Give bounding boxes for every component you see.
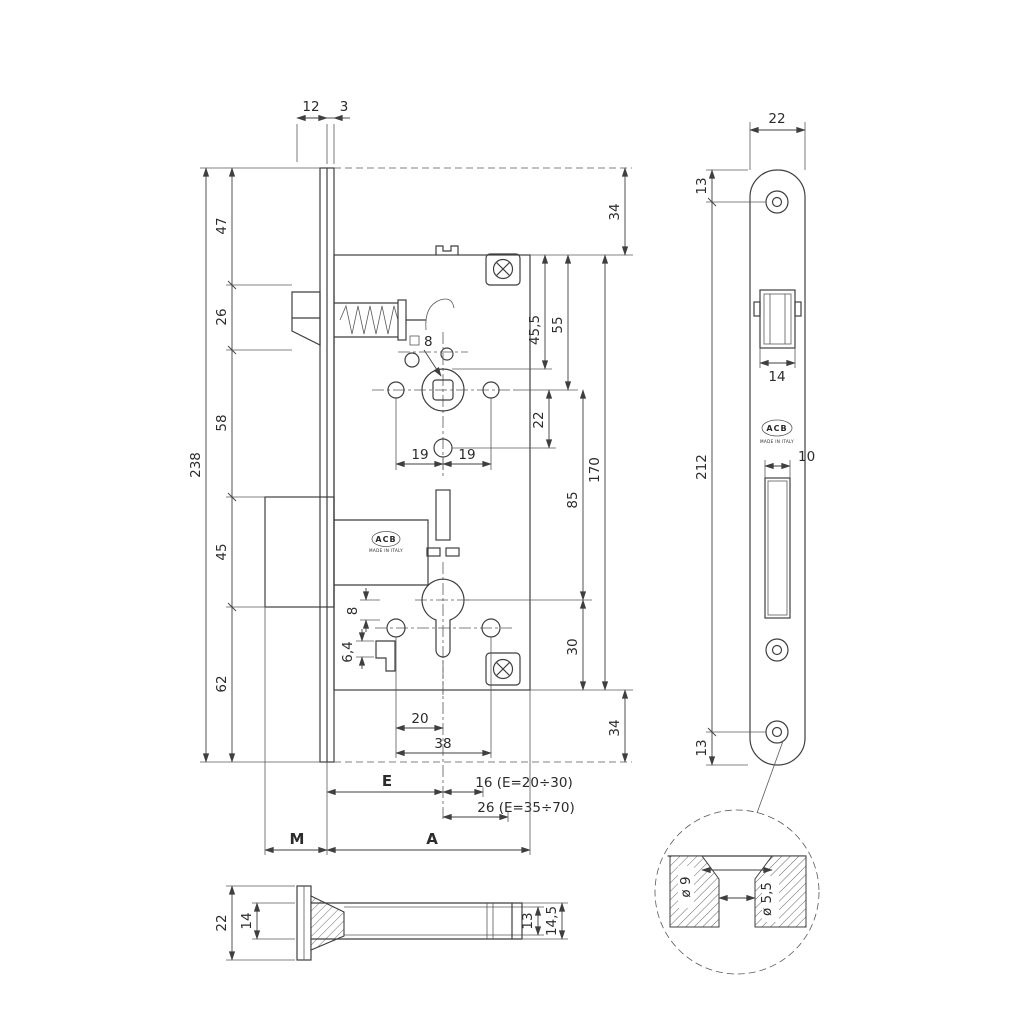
- dim-47-label: 47: [214, 217, 230, 234]
- latch-bolt-assembly: [291, 291, 455, 368]
- dim-22-label: 22: [531, 411, 547, 428]
- dim-34-bottom-label: 34: [607, 719, 623, 736]
- label-backing: [762, 876, 779, 922]
- dim-38-label: 38: [434, 736, 451, 752]
- dim-26e-label: 26 (E=35÷70): [477, 800, 575, 816]
- dim-19-left-label: 19: [411, 447, 428, 463]
- latch-window: [753, 289, 802, 349]
- brand-name: ACB: [375, 535, 396, 544]
- lock-section-view: 22 14 13 14,5: [214, 885, 568, 961]
- dim-13-bottom-label: 13: [694, 739, 710, 756]
- spindle-square-hole: [432, 379, 454, 401]
- dim-13-section-label: 13: [520, 912, 536, 929]
- dim-20-label: 20: [411, 711, 428, 727]
- dim-16-label: 16 (E=20÷30): [475, 775, 573, 791]
- dim-22-label: 22: [768, 111, 785, 127]
- bottom-screw-tab: [485, 652, 521, 686]
- dim-3-label: 3: [340, 99, 349, 115]
- pivot-hole: [404, 352, 420, 368]
- latch-lever: [425, 298, 455, 331]
- screw-head-icon: [492, 658, 514, 680]
- detail-leader-line: [756, 740, 784, 814]
- dim-30-label: 30: [565, 638, 581, 655]
- faceplate-screw-hole-bottom: [765, 720, 789, 744]
- faceplate-screw-hole-middle: [765, 638, 789, 662]
- dim-19-right-label: 19: [458, 447, 475, 463]
- pivot-hole: [440, 347, 454, 361]
- dim-6-4-label: 6,4: [340, 641, 356, 662]
- dim-55-label: 55: [550, 316, 566, 333]
- dim-13-top-label: 13: [694, 177, 710, 194]
- dim-45-label: 45: [214, 543, 230, 560]
- dim-45-5-label: 45,5: [527, 315, 543, 345]
- main-lock-body-view: 8 ACB MADE IN ITALY: [264, 167, 531, 763]
- dim-85-label: 85: [565, 491, 581, 508]
- brand-logo: ACB MADE IN ITALY: [369, 531, 403, 553]
- faceplate-dimensions: 22 13 212 13 14 10: [694, 111, 815, 766]
- screw-head-icon: [492, 258, 514, 280]
- middle-slot: [435, 489, 451, 541]
- dim-26-label: 26: [214, 308, 230, 325]
- dim-E-label: E: [382, 772, 392, 790]
- square-symbol-icon: [409, 335, 420, 346]
- dim-62-label: 62: [214, 675, 230, 692]
- square-8-callout: 8: [398, 334, 468, 377]
- dim-10-label: 10: [798, 449, 815, 465]
- latch-spring: [339, 304, 399, 335]
- brand-logo: ACB MADE IN ITALY: [760, 419, 794, 444]
- faceplate-plate: [749, 169, 806, 766]
- brand-origin: MADE IN ITALY: [369, 548, 403, 553]
- faceplate-front-view: ACB MADE IN ITALY: [749, 169, 806, 814]
- detail-circle: [654, 809, 820, 975]
- dim-22-section-label: 22: [214, 914, 230, 931]
- deadbolt: [264, 496, 429, 608]
- dim-A-label: A: [426, 830, 438, 848]
- cylinder-profile: [421, 578, 465, 658]
- top-tab: [435, 245, 459, 256]
- cylinder-clamp: [375, 640, 396, 672]
- dim-square8-label: 8: [424, 334, 433, 350]
- dim-14-label: 14: [768, 369, 785, 385]
- top-screw-tab: [485, 253, 521, 286]
- deadbolt-window: [764, 477, 791, 619]
- dim-34-top-label: 34: [607, 203, 623, 220]
- faceplate-screw-hole-top: [765, 190, 789, 214]
- dim-170-label: 170: [587, 457, 603, 483]
- label-backing: [678, 866, 694, 908]
- dim-14-section-label: 14: [239, 912, 255, 929]
- lock-case: [333, 254, 531, 691]
- dim-14-5-section-label: 14,5: [544, 906, 560, 936]
- deadbolt-head: [264, 496, 335, 608]
- brand-origin: MADE IN ITALY: [760, 439, 794, 444]
- dim-58-label: 58: [214, 414, 230, 431]
- latch-bolt-section: [310, 895, 345, 951]
- dim-12-label: 12: [302, 99, 319, 115]
- dim-dia9-label: ø 9: [678, 876, 694, 897]
- countersink-detail-view: ø 9 ø 5,5: [654, 809, 820, 975]
- spindle-hub: [372, 332, 514, 478]
- hub-circle: [421, 368, 465, 412]
- dim-212-label: 212: [694, 454, 710, 480]
- dim-dia5-5-label: ø 5,5: [759, 882, 775, 916]
- brand-name: ACB: [766, 424, 787, 433]
- dim-238-label: 238: [188, 452, 204, 478]
- dim-8-label: 8: [345, 607, 361, 616]
- dim-M-label: M: [290, 830, 305, 848]
- main-view-dimensions: 12 3 47 26 58 45 62 238 45,5 55: [188, 99, 633, 855]
- euro-cylinder-hole: [375, 562, 512, 695]
